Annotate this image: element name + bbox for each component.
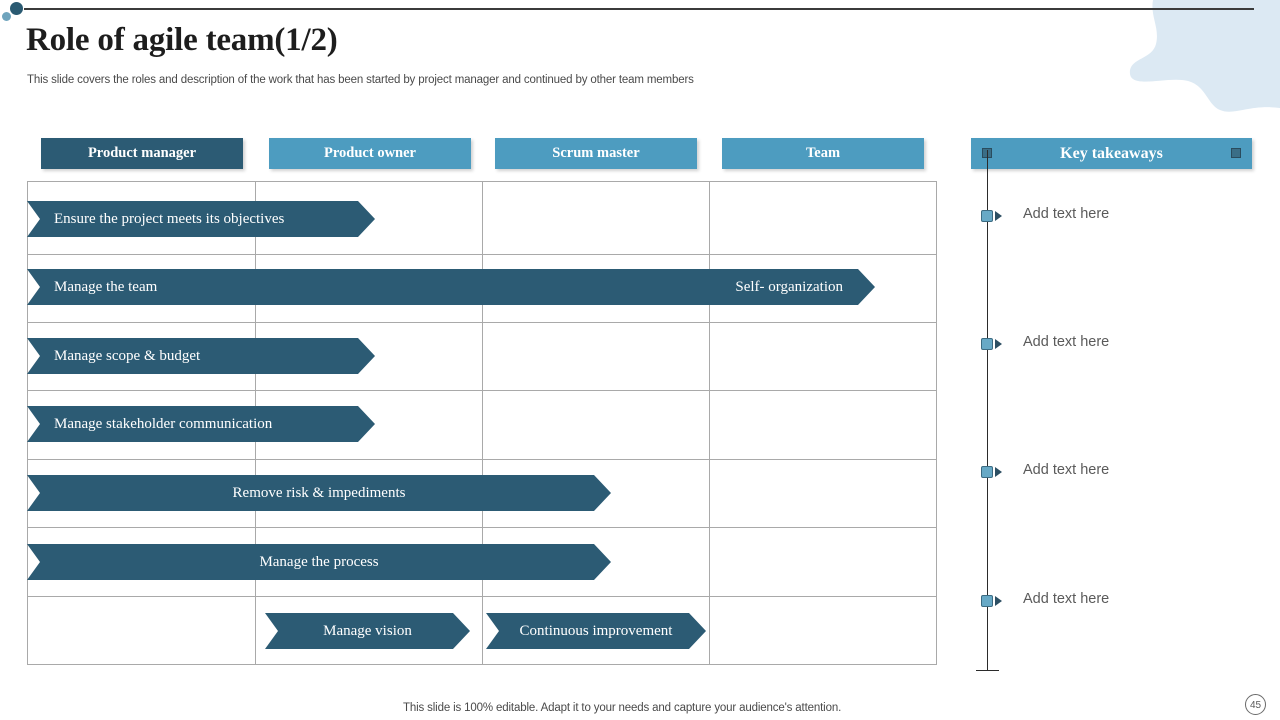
task-bar-manage-scope-budget[interactable]: Manage scope & budget — [27, 338, 375, 374]
bullet-arrow-icon — [995, 467, 1002, 477]
task-bar-label: Ensure the project meets its objectives — [54, 210, 285, 227]
task-bar-label: Continuous improvement — [519, 622, 673, 639]
key-takeaways-title: Key takeaways — [1060, 145, 1163, 162]
task-bar-manage-process[interactable]: Manage the process — [27, 544, 611, 580]
key-takeaway-label: Add text here — [1023, 591, 1110, 607]
row-divider — [28, 390, 936, 391]
task-bar-manage-stakeholder-communication[interactable]: Manage stakeholder communication — [27, 406, 375, 442]
key-takeaway-label: Add text here — [1023, 334, 1110, 350]
role-header-scrum-master[interactable]: Scrum master — [495, 138, 697, 169]
task-bar-label: Manage vision — [323, 622, 412, 639]
task-bar-ensure-objectives[interactable]: Ensure the project meets its objectives — [27, 201, 375, 237]
role-header-label: Team — [805, 145, 841, 161]
task-bar-label: Manage stakeholder communication — [54, 415, 273, 432]
role-header-product-owner[interactable]: Product owner — [269, 138, 471, 169]
role-header-team[interactable]: Team — [722, 138, 924, 169]
role-header-label: Product owner — [324, 145, 416, 161]
bullet-arrow-icon — [995, 211, 1002, 221]
role-header-product-manager[interactable]: Product manager — [41, 138, 243, 169]
task-bar-label-secondary: Self- organization — [735, 279, 843, 295]
key-takeaway-label: Add text here — [1023, 206, 1110, 222]
row-divider — [28, 596, 936, 597]
bullet-square-icon — [981, 210, 993, 222]
corner-blob-decoration — [1129, 0, 1280, 112]
task-bar-manage-team[interactable]: Manage the team Self- organization — [27, 269, 875, 305]
task-bar-label: Manage scope & budget — [54, 347, 201, 364]
row-divider — [28, 459, 936, 460]
decorative-dot-small — [2, 12, 11, 21]
resize-handle-right-icon[interactable] — [1231, 148, 1241, 158]
page-title: Role of agile team(1/2) — [26, 22, 338, 58]
key-takeaways-axis-foot — [976, 670, 999, 671]
bullet-arrow-icon — [995, 596, 1002, 606]
task-bar-label-primary: Manage the team — [54, 279, 158, 295]
role-header-label: Scrum master — [552, 145, 640, 161]
column-divider — [482, 182, 483, 664]
row-divider — [28, 527, 936, 528]
row-divider — [28, 254, 936, 255]
key-takeaways-axis-line — [987, 150, 988, 671]
role-header-label: Product manager — [87, 145, 197, 161]
key-takeaways-header[interactable]: Key takeaways — [971, 138, 1252, 169]
page-number-badge: 45 — [1245, 694, 1266, 715]
task-bar-continuous-improvement[interactable]: Continuous improvement — [486, 613, 706, 649]
bullet-arrow-icon — [995, 339, 1002, 349]
decorative-dot-large — [10, 2, 23, 15]
task-bar-manage-vision[interactable]: Manage vision — [265, 613, 470, 649]
task-bar-remove-risk-impediments[interactable]: Remove risk & impediments — [27, 475, 611, 511]
task-bar-label: Remove risk & impediments — [232, 484, 406, 501]
bullet-square-icon — [981, 466, 993, 478]
row-divider — [28, 322, 936, 323]
column-divider — [709, 182, 710, 664]
bullet-square-icon — [981, 338, 993, 350]
roles-table — [27, 181, 937, 665]
footer-note: This slide is 100% editable. Adapt it to… — [403, 702, 842, 714]
top-rule — [24, 8, 1254, 10]
page-subtitle: This slide covers the roles and descript… — [27, 74, 694, 86]
key-takeaway-label: Add text here — [1023, 462, 1110, 478]
task-bar-label: Manage the process — [259, 553, 379, 570]
bullet-square-icon — [981, 595, 993, 607]
